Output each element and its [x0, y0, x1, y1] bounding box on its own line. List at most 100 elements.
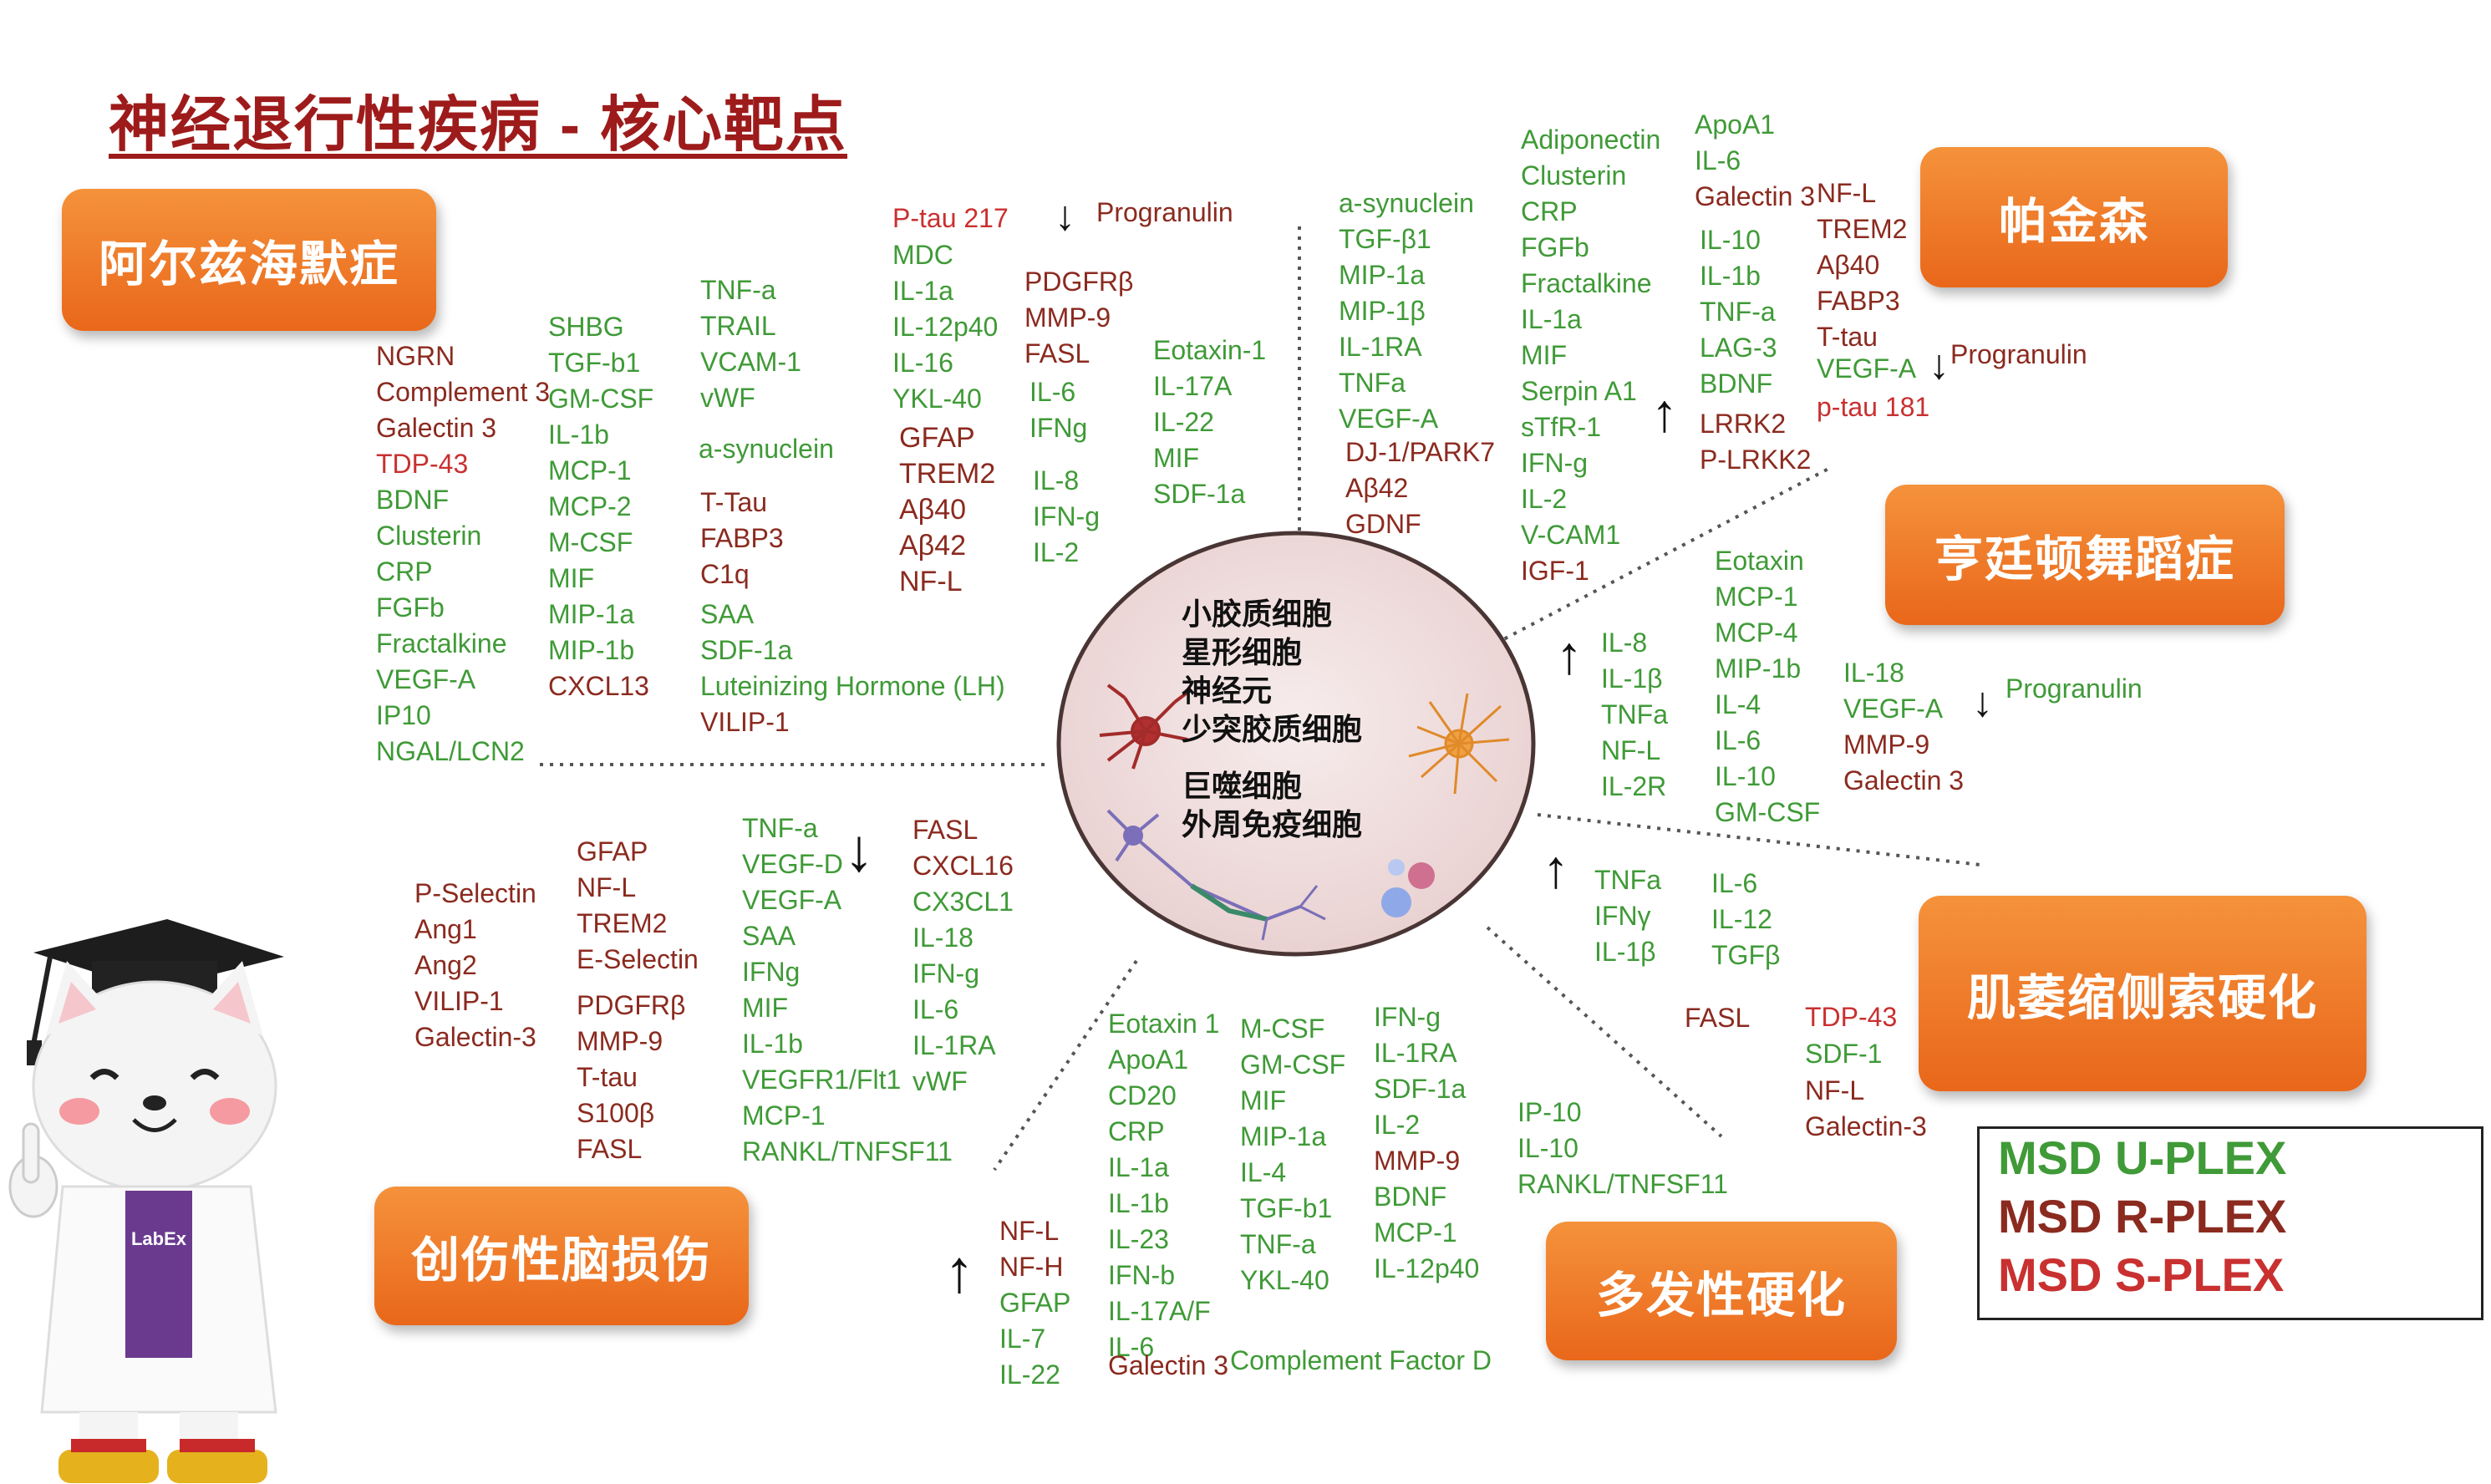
page-title: 神经退行性疾病 - 核心靶点	[109, 92, 847, 159]
marker-label: Galectin 3	[1695, 181, 1816, 211]
marker-label: IL-12p40	[1374, 1253, 1480, 1283]
marker-label: SDF-1a	[1374, 1074, 1467, 1104]
ms-complement-factor: Complement Factor D	[1230, 1345, 1492, 1375]
line-southwest	[993, 959, 1138, 1171]
marker-label: TNFa	[1601, 699, 1668, 729]
marker-label: IFNg	[1029, 413, 1088, 443]
marker-label: MIF	[742, 993, 789, 1023]
marker-label: IL-8	[1601, 628, 1648, 658]
marker-label: TDP-43	[1805, 1002, 1898, 1032]
marker-label: vWF	[700, 383, 755, 413]
marker-label: TREM2	[577, 908, 668, 938]
marker-label: IL-6	[1029, 377, 1076, 407]
line-northeast	[1495, 466, 1831, 645]
mascot-cat-icon: LabEx	[8, 919, 284, 1483]
marker-label: IFN-g	[913, 958, 979, 988]
marker-label: T-tau	[1817, 322, 1878, 352]
marker-label: IL-4	[1715, 689, 1761, 719]
marker-label: TNF-a	[742, 813, 818, 843]
pd-markers-col3b: Galectin 3	[1695, 179, 1815, 215]
marker-label: ApoA1	[1108, 1044, 1189, 1075]
marker-label: IL-1b	[1108, 1188, 1169, 1218]
marker-label: VILIP-1	[414, 986, 504, 1016]
marker-label: IL-10	[1700, 225, 1761, 255]
marker-label: NF-L	[1817, 178, 1877, 208]
marker-label: VEGF-A	[376, 664, 476, 694]
arrow-down-icon: ↓	[844, 817, 874, 884]
marker-label: Aβ40	[899, 494, 967, 526]
marker-label: IL-6	[1695, 145, 1741, 175]
marker-label: IL-23	[1108, 1224, 1169, 1254]
marker-label: IFN-b	[1108, 1260, 1175, 1290]
als-box: 肌萎缩侧索硬化	[1919, 896, 2366, 1091]
marker-label: FGFb	[376, 592, 445, 623]
marker-label: MCP-4	[1715, 617, 1798, 648]
marker-label: IL-10	[1715, 761, 1776, 791]
marker-label: IFNγ	[1594, 901, 1651, 931]
marker-label: TNFa	[1594, 865, 1661, 895]
ad-markers-col3b: a-synuclein	[699, 431, 834, 467]
marker-label: IFN-g	[1374, 1002, 1441, 1032]
marker-label: IL-1RA	[1339, 332, 1422, 362]
marker-label: VEGF-A	[1843, 694, 1944, 724]
marker-label: MIF	[1240, 1085, 1287, 1116]
marker-label: CXCL13	[548, 671, 649, 701]
marker-label: Fractalkine	[1521, 268, 1652, 298]
marker-label: TGF-b1	[1240, 1193, 1333, 1223]
marker-label: IGF-1	[1521, 556, 1589, 586]
marker-label: ApoA1	[1695, 109, 1776, 140]
marker-label: IL-8	[1033, 465, 1080, 496]
marker-label: a-synuclein	[699, 434, 834, 464]
marker-label: MIF	[1153, 443, 1200, 473]
pd-markers-col4b: VEGF-A	[1817, 351, 1916, 387]
marker-label: IL-4	[1240, 1157, 1287, 1187]
marker-label: CRP	[1108, 1116, 1165, 1146]
marker-label: GM-CSF	[1715, 797, 1821, 827]
marker-label: Aβ42	[899, 530, 967, 562]
marker-label: MIP-1a	[548, 599, 635, 629]
hd-progranulin: Progranulin	[2006, 673, 2143, 704]
marker-label: P-LRKK2	[1700, 445, 1812, 475]
marker-label: SDF-1a	[700, 635, 793, 665]
marker-label: IL-1β	[1601, 663, 1663, 694]
marker-label: MIP-1β	[1339, 296, 1426, 326]
marker-label: IFN-g	[1521, 448, 1588, 478]
tbi-box: 创伤性脑损伤	[374, 1187, 749, 1325]
marker-label: IL-1b	[1700, 261, 1761, 291]
marker-label: IFN-g	[1033, 501, 1100, 531]
legend-r-plex: MSD R-PLEX	[1998, 1190, 2287, 1243]
marker-label: TRAIL	[700, 311, 776, 341]
marker-label: VEGF-A	[742, 885, 842, 915]
marker-label: Aβ40	[1817, 250, 1880, 280]
marker-label: MIP-1a	[1240, 1121, 1327, 1151]
marker-label: IL-1b	[742, 1029, 803, 1059]
marker-label: NF-L	[1805, 1075, 1865, 1105]
marker-label: CRP	[1521, 196, 1578, 226]
marker-label: IL-1b	[548, 419, 609, 450]
arrow-down-icon: ↓	[1055, 192, 1075, 239]
legend-u-plex: MSD U-PLEX	[1998, 1131, 2287, 1184]
marker-label: IL-2	[1374, 1110, 1421, 1140]
marker-label: CRP	[376, 556, 433, 587]
marker-label: MMP-9	[1843, 729, 1930, 760]
arrow-up-icon: ↑	[1651, 383, 1678, 443]
marker-label: FGFb	[1521, 232, 1589, 262]
marker-label: IL-10	[1517, 1133, 1578, 1163]
marker-label: SAA	[742, 921, 796, 951]
marker-label: MIF	[1521, 340, 1568, 370]
marker-label: IL-7	[999, 1324, 1046, 1354]
marker-label: Galectin 3	[376, 413, 497, 443]
marker-label: Complement 3	[376, 377, 551, 407]
